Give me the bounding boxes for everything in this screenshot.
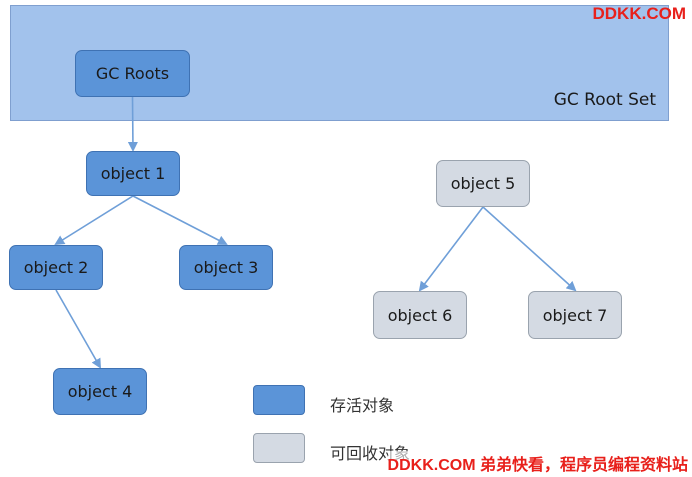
edge-object1-to-object3 [132,195,228,245]
legend-collectable-swatch [253,433,305,463]
object-1-node: object 1 [86,151,180,196]
gc-root-set-label: GC Root Set [553,90,656,110]
object-7-node: object 7 [528,291,622,339]
edge-object5-to-object6 [418,206,484,292]
edge-gc_roots-to-object1 [127,96,138,152]
edge-object5-to-object7 [482,206,577,292]
object-3-node: object 3 [179,245,273,290]
object-2-node: object 2 [9,245,103,290]
watermark-top: DDKK.COM [592,4,687,23]
legend-live-label: 存活对象 [330,396,395,415]
edge-object2-to-object4 [55,289,101,369]
object-6-node: object 6 [373,291,467,339]
object-4-node: object 4 [53,368,147,415]
object-5-node: object 5 [436,160,530,207]
gc-roots-node: GC Roots [75,50,190,97]
watermark-bottom: DDKK.COM 弟弟快看，程序员编程资料站 [387,451,688,475]
legend-live-swatch [253,385,305,415]
edge-object1-to-object2 [54,195,134,246]
